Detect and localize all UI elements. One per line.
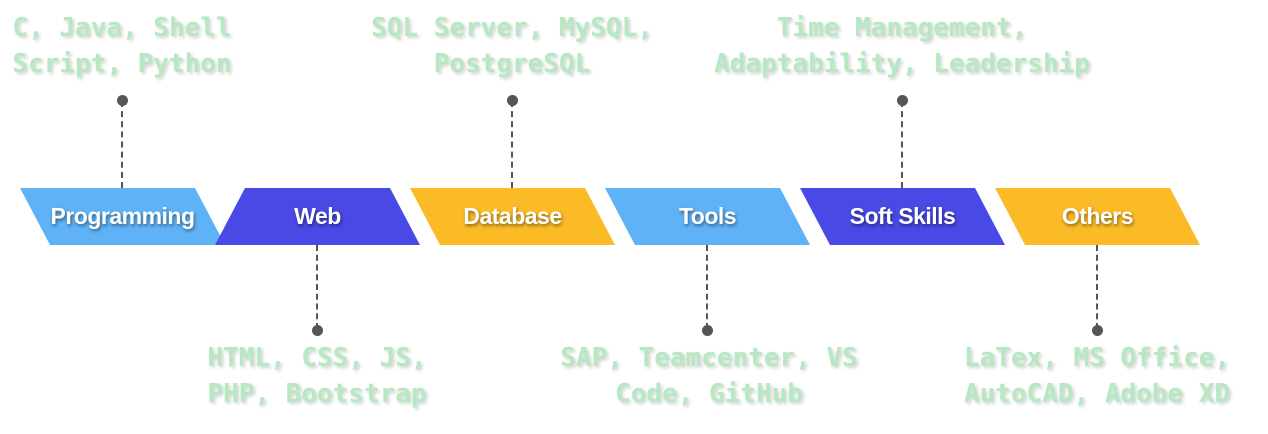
- skills-programming: C, Java, Shell Script, Python: [0, 10, 244, 82]
- block-shape: [995, 188, 1200, 245]
- category-label-web: Web: [294, 203, 341, 229]
- block-shape: [605, 188, 810, 245]
- skills-tools-line-2: Code, GitHub: [615, 379, 803, 409]
- connector-dot-others: [1092, 325, 1103, 336]
- connector-dot-web: [312, 325, 323, 336]
- skills-tools-line-1: SAP, Teamcenter, VS: [560, 343, 858, 373]
- category-label-others: Others: [1061, 203, 1134, 229]
- block-parallelogram: [995, 188, 1200, 245]
- skills-database-line-1: SQL Server, MySQL,: [371, 13, 653, 43]
- skills-others: LaTex, MS Office, AutoCAD, Adobe XD: [948, 340, 1246, 412]
- block-shape: [800, 188, 1005, 245]
- skills-soft-skills: Time Management, Adaptability, Leadershi…: [712, 10, 1092, 82]
- skills-database: SQL Server, MySQL, PostgreSQL: [352, 10, 672, 82]
- connector-dot-programming: [117, 95, 128, 106]
- connector-tools: [706, 245, 708, 329]
- connector-soft-skills: [901, 101, 903, 188]
- category-block-programming: Programming: [20, 188, 225, 245]
- connector-others: [1096, 245, 1098, 329]
- category-block-tools: Tools: [605, 188, 810, 245]
- block-parallelogram: [605, 188, 810, 245]
- block-parallelogram: [800, 188, 1005, 245]
- block-shape: [410, 188, 615, 245]
- connector-dot-database: [507, 95, 518, 106]
- category-label-programming: Programming: [50, 203, 195, 229]
- skills-tools: SAP, Teamcenter, VS Code, GitHub: [547, 340, 871, 412]
- block-parallelogram: [20, 188, 225, 245]
- connector-web: [316, 245, 318, 329]
- skills-web: HTML, CSS, JS, PHP, Bootstrap: [187, 340, 447, 412]
- skills-programming-line-2: Script, Python: [12, 49, 232, 79]
- category-block-others: Others: [995, 188, 1200, 245]
- skills-soft-skills-line-2: Adaptability, Leadership: [714, 49, 1090, 79]
- block-parallelogram: [215, 188, 420, 245]
- category-block-web: Web: [215, 188, 420, 245]
- connector-dot-tools: [702, 325, 713, 336]
- skills-others-line-2: AutoCAD, Adobe XD: [963, 379, 1231, 409]
- block-shape: [215, 188, 420, 245]
- connector-programming: [121, 101, 123, 188]
- skills-soft-skills-line-1: Time Management,: [776, 13, 1028, 43]
- category-block-soft-skills: Soft Skills: [800, 188, 1005, 245]
- block-parallelogram: [410, 188, 615, 245]
- skills-database-line-2: PostgreSQL: [433, 49, 591, 79]
- skills-web-line-2: PHP, Bootstrap: [207, 379, 427, 409]
- skills-web-line-1: HTML, CSS, JS,: [207, 343, 427, 373]
- connector-database: [511, 101, 513, 188]
- category-label-database: Database: [463, 203, 562, 229]
- category-label-soft-skills: Soft Skills: [849, 203, 956, 229]
- category-label-tools: Tools: [678, 203, 737, 229]
- block-shape: [20, 188, 225, 245]
- skills-programming-line-1: C, Java, Shell: [12, 13, 232, 43]
- category-block-database: Database: [410, 188, 615, 245]
- connector-dot-soft-skills: [897, 95, 908, 106]
- skills-others-line-1: LaTex, MS Office,: [963, 343, 1231, 373]
